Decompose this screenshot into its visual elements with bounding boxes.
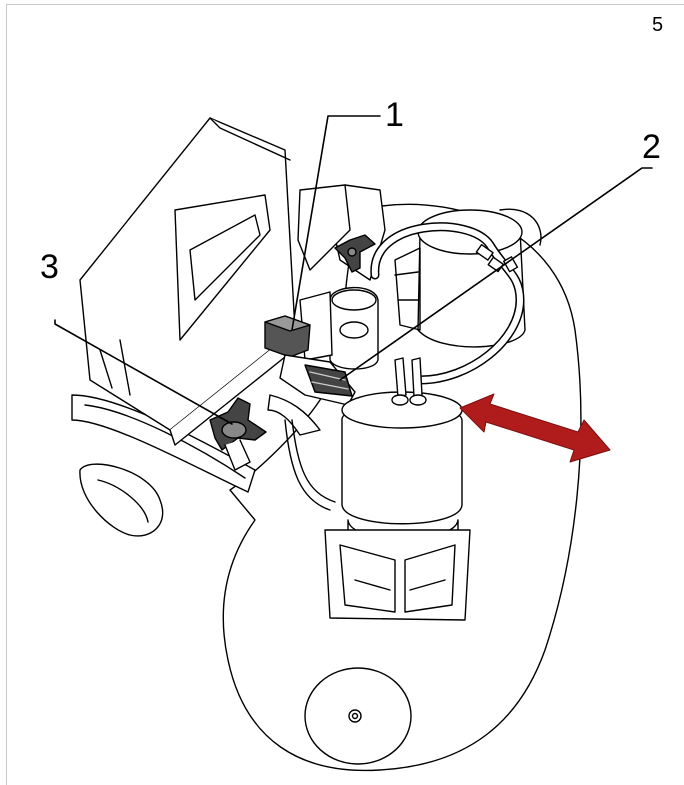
page-number: 5 — [652, 14, 664, 36]
callout-1: 1 — [385, 96, 404, 134]
movement-arrow — [459, 393, 611, 463]
left-hose — [284, 419, 331, 511]
clamp-latch — [267, 354, 356, 436]
left-roller — [79, 463, 164, 537]
page-frame — [6, 4, 684, 785]
filter-holder — [299, 286, 379, 370]
callout-leaders — [54, 115, 653, 425]
belt-rail — [71, 394, 256, 493]
main-cylinder — [324, 391, 471, 621]
cylinder-valves — [391, 357, 427, 406]
bottom-wheel — [304, 667, 412, 765]
leader-2 — [339, 167, 653, 381]
callout-2: 2 — [642, 128, 661, 166]
wing-nut-left — [209, 397, 267, 471]
leader-1 — [291, 115, 381, 331]
connector-box — [264, 315, 311, 358]
wing-nut-top — [334, 234, 376, 273]
callout-3: 3 — [40, 248, 59, 286]
leader-3 — [54, 319, 233, 425]
housing-cabinet — [79, 117, 301, 446]
